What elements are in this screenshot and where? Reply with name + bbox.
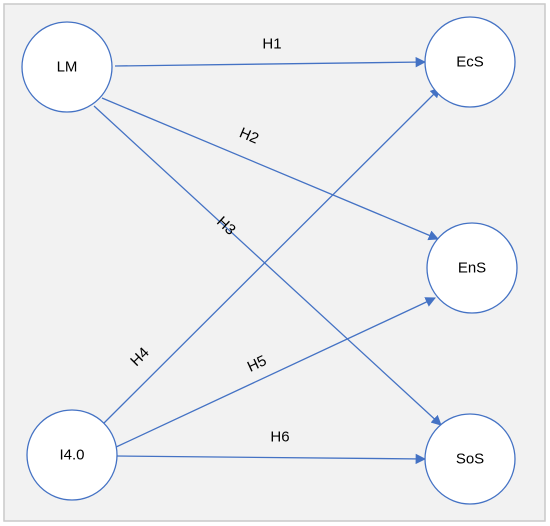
node-sos: SoS (424, 413, 516, 505)
edge-i40-to-ecs (101, 87, 441, 426)
edge-label-h1: H1 (262, 36, 281, 53)
node-i40-label: I4.0 (59, 447, 84, 464)
edge-label-h6: H6 (270, 429, 289, 446)
node-lm-label: LM (57, 59, 78, 76)
edge-i40-to-sos (115, 453, 427, 465)
node-lm: LM (21, 21, 113, 113)
node-ecs: EcS (424, 16, 516, 108)
edge-label-h5: H5 (245, 352, 270, 376)
edge-lm-to-sos (93, 105, 442, 426)
node-ens-label: EnS (458, 260, 486, 277)
node-ens: EnS (426, 222, 518, 314)
edge-i40-to-ens (113, 297, 436, 449)
edge-lm-to-ens (101, 97, 439, 241)
node-ecs-label: EcS (456, 54, 484, 71)
node-sos-label: SoS (456, 451, 484, 468)
edge-label-h2: H2 (237, 124, 261, 147)
edge-lm-to-ecs (114, 56, 427, 68)
node-i40: I4.0 (26, 409, 118, 501)
